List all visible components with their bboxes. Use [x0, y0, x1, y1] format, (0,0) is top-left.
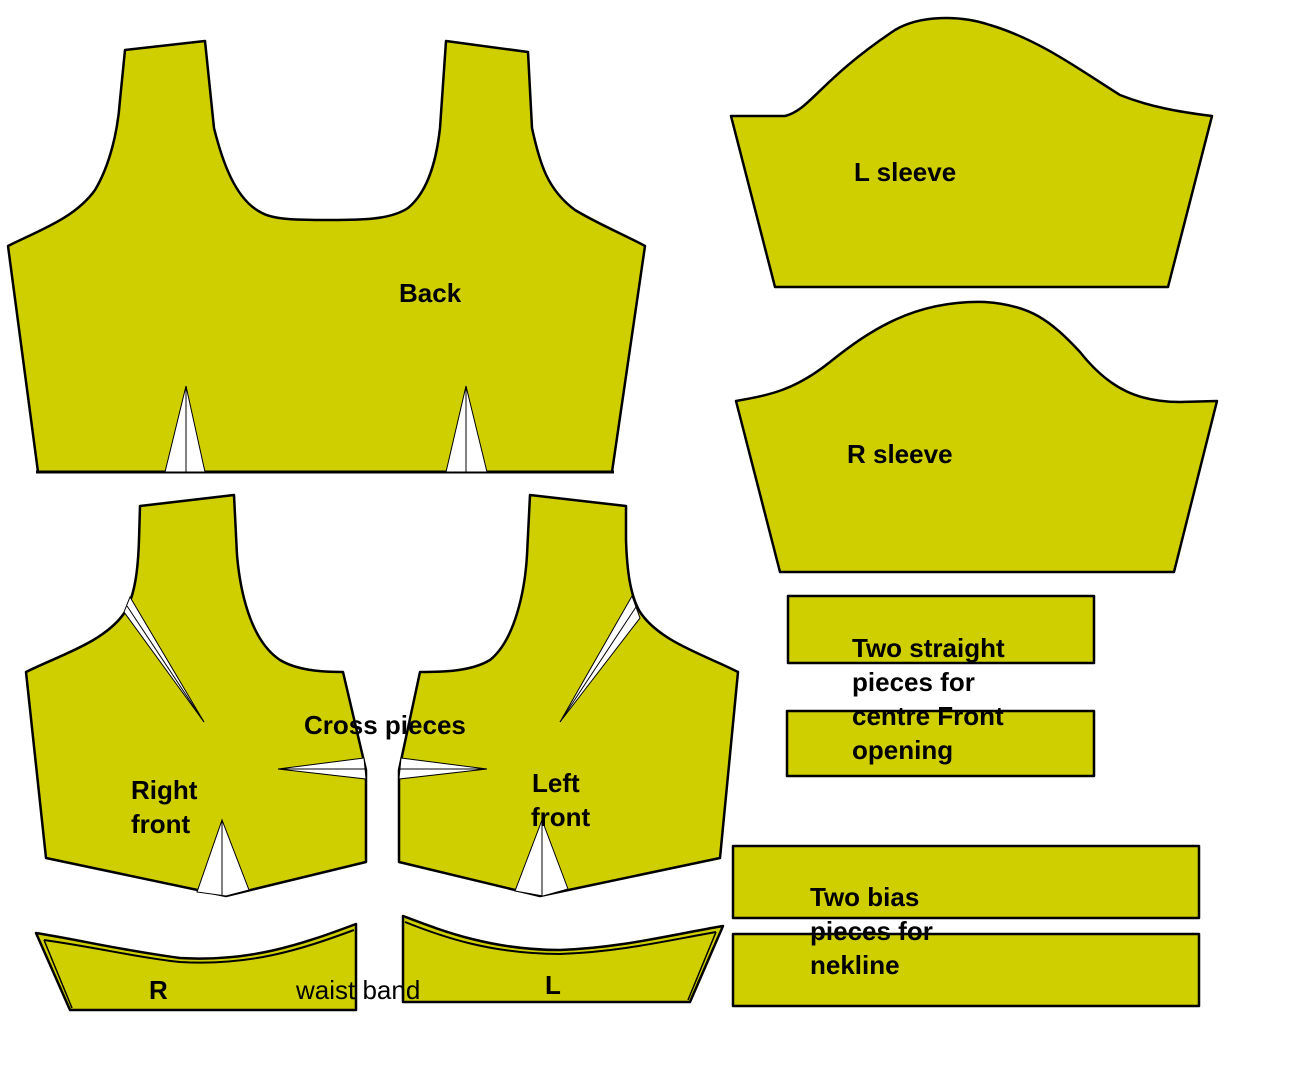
bias-pieces-label-line3: nekline [810, 950, 900, 980]
back-dart-left [164, 385, 206, 473]
right-front-label-line1: Right [131, 775, 198, 805]
l-sleeve-label: L sleeve [854, 157, 957, 187]
bias-pieces [731, 844, 1201, 1008]
right-front-piece [24, 493, 368, 898]
l-sleeve-piece [729, 16, 1214, 289]
straight-pieces [785, 594, 1096, 778]
bias-pieces-label-line1: Two bias [810, 882, 920, 912]
right-front-label-line2: front [131, 809, 191, 839]
left-front-label-line2: front [531, 802, 591, 832]
straight-pieces-label-line1: Two straight [852, 633, 1005, 663]
waist-band-l-label: L [545, 970, 561, 1000]
straight-pieces-label-line3: centre Front [852, 701, 1004, 731]
waist-band-label: waist band [296, 975, 421, 1005]
right-front-shoulder-dart [123, 595, 205, 723]
back-label: Back [399, 278, 462, 308]
waist-band-left [401, 914, 725, 1004]
r-sleeve-label: R sleeve [847, 439, 953, 469]
left-front-label-line1: Left [532, 768, 580, 798]
bias-pieces-label-line2: pieces for [810, 916, 933, 946]
left-front-piece [397, 493, 740, 898]
waist-band-right [34, 922, 358, 1012]
right-front-waist-dart [196, 818, 250, 897]
waist-band-r-label: R [149, 975, 168, 1005]
cross-pieces-label: Cross pieces [304, 710, 466, 740]
straight-pieces-label-line2: pieces for [852, 667, 975, 697]
r-sleeve-piece [734, 300, 1219, 574]
straight-pieces-label-line4: opening [852, 735, 954, 765]
back-piece [6, 39, 647, 474]
